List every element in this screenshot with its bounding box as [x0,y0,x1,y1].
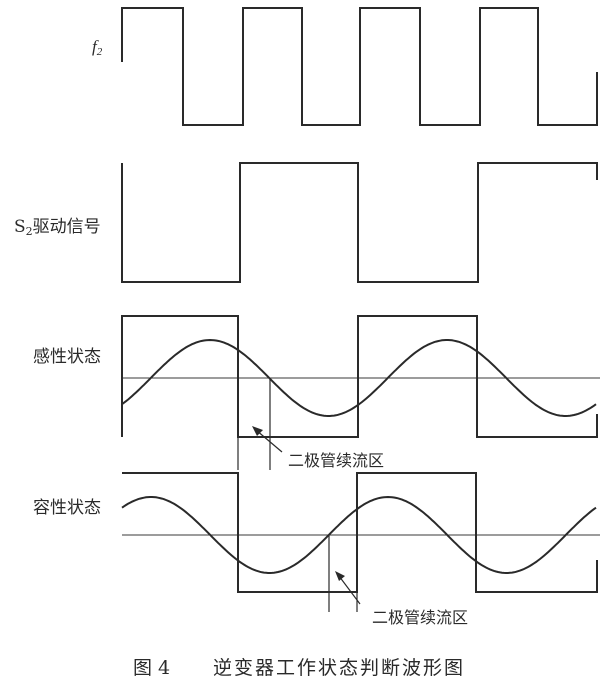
capacitive-diode-region-label: 二极管续流区 [372,608,468,627]
inductive-diode-arrow [255,429,283,453]
inductive-voltage-square-wave [121,315,598,438]
s2-waveform-row: S2驱动信号 [14,162,598,283]
capacitive-voltage-square-wave [122,472,598,593]
capacitive-diode-arrowhead [335,571,345,581]
figure-title: 逆变器工作状态判断波形图 [213,657,465,679]
f2-waveform-row: f2 [92,7,598,126]
capacitive-waveform-row: 容性状态 二极管续流区 [33,472,600,627]
inductive-current-sine [121,338,597,417]
capacitive-current-sine [121,495,597,574]
figure-number: 图 4 [133,657,170,679]
f2-label: f2 [92,37,103,58]
capacitive-diode-arrow [338,575,361,605]
figure-caption: 图 4 逆变器工作状态判断波形图 [133,657,465,679]
inductive-state-label: 感性状态 [33,347,101,367]
inductive-diode-region-label: 二极管续流区 [288,451,384,470]
inductive-diode-arrowhead [252,426,263,436]
inductive-waveform-row: 感性状态 二极管续流区 [33,315,600,470]
s2-drive-label: S2驱动信号 [14,217,101,238]
f2-square-wave [121,7,598,126]
s2-square-wave [121,162,598,283]
capacitive-state-label: 容性状态 [33,498,101,518]
